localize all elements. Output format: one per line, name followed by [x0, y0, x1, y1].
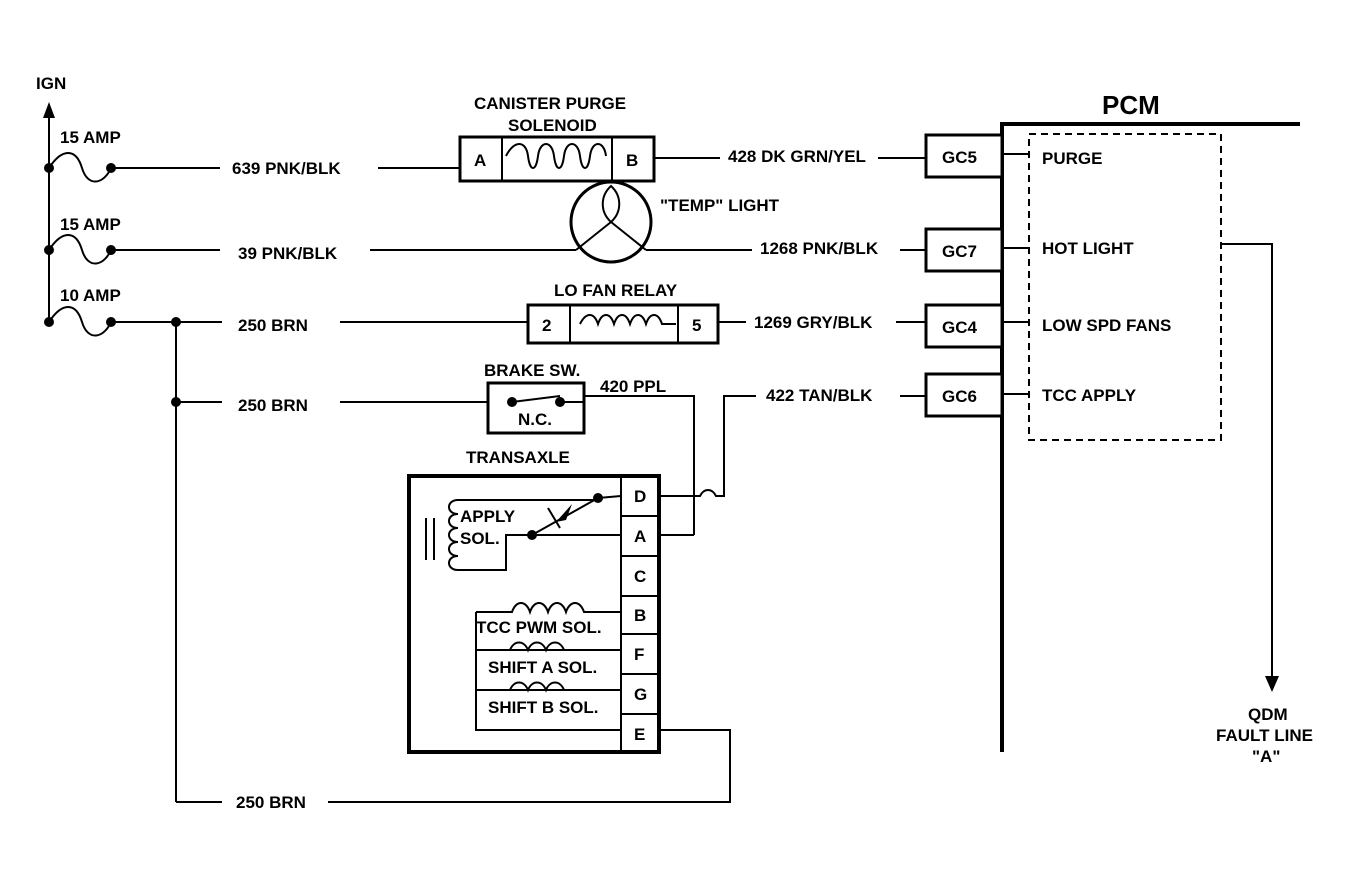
wire-1269-label: 1269 GRY/BLK	[754, 313, 873, 332]
signal-low-spd-fans: LOW SPD FANS	[1042, 316, 1171, 335]
canister-purge-circuit: 639 PNK/BLK CANISTER PURGE SOLENOID A B …	[111, 94, 926, 183]
lo-fan-relay	[526, 303, 720, 345]
relay-pin-2: 2	[542, 316, 551, 335]
apply-sol-label-2: SOL.	[460, 529, 500, 548]
shift-b-coil-icon	[509, 681, 565, 693]
qdm-arrow-icon	[1265, 676, 1279, 692]
relay-pin-5: 5	[692, 316, 701, 335]
connector-gc7	[924, 227, 1004, 273]
fan-relay-circuit: 250 BRN LO FAN RELAY 2 5 1269 GRY/BLK	[111, 281, 926, 345]
fuse-1-icon	[48, 152, 112, 183]
fuse-3-label: 10 AMP	[60, 286, 121, 305]
fuse-1-label: 15 AMP	[60, 128, 121, 147]
tcc-apply-wire: 422 TAN/BLK	[660, 386, 926, 497]
pin-e: E	[634, 725, 645, 744]
pin-g: G	[634, 685, 647, 704]
wire-250a-label: 250 BRN	[238, 316, 308, 335]
svg-text:GC5: GC5	[942, 148, 977, 167]
signal-purge: PURGE	[1042, 149, 1102, 168]
wire-420-label: 420 PPL	[600, 377, 666, 396]
svg-text:GC7: GC7	[942, 242, 977, 261]
pin-d: D	[634, 487, 646, 506]
coil-icon	[505, 143, 607, 169]
fuse-3-icon	[48, 306, 112, 337]
qdm-label-3: "A"	[1252, 747, 1280, 766]
brake-sw-title: BRAKE SW.	[484, 361, 580, 380]
shift-b-sol-label: SHIFT B SOL.	[488, 698, 599, 717]
qdm-label-2: FAULT LINE	[1216, 726, 1313, 745]
canister-pin-a: A	[474, 151, 486, 170]
pin-a: A	[634, 527, 646, 546]
pin-c: C	[634, 567, 646, 586]
connector-gc4	[924, 303, 1004, 349]
ign-label: IGN	[36, 74, 66, 93]
brake-sw-nc: N.C.	[518, 410, 552, 429]
canister-pin-b: B	[626, 151, 638, 170]
canister-title-1: CANISTER PURGE	[474, 94, 626, 113]
wire-250c-label: 250 BRN	[236, 793, 306, 812]
transaxle-housing	[407, 474, 661, 754]
wire-1268-label: 1268 PNK/BLK	[760, 239, 879, 258]
tcc-pwm-sol-label: TCC PWM SOL.	[476, 618, 602, 637]
temp-light-label: "TEMP" LIGHT	[660, 196, 780, 215]
qdm-label-1: QDM	[1248, 705, 1288, 724]
fuse-2-icon	[48, 234, 112, 265]
apply-sol-label-1: APPLY	[460, 507, 516, 526]
svg-text:GC6: GC6	[942, 387, 977, 406]
wire-639-label: 639 PNK/BLK	[232, 159, 341, 178]
pin-b: B	[634, 606, 646, 625]
apply-sol-coil-icon	[448, 499, 532, 571]
canister-title-2: SOLENOID	[508, 116, 597, 135]
temp-light-circuit: 39 PNK/BLK "TEMP" LIGHT 1268 PNK/BLK	[111, 180, 926, 264]
pin-f: F	[634, 645, 644, 664]
pcm-internal-box	[1028, 133, 1222, 441]
canister-purge-solenoid	[458, 135, 656, 183]
signal-tcc-apply: TCC APPLY	[1042, 386, 1137, 405]
svg-text:GC4: GC4	[942, 318, 978, 337]
wire-39-label: 39 PNK/BLK	[238, 244, 338, 263]
transaxle-title: TRANSAXLE	[466, 448, 570, 467]
ign-arrow-icon	[43, 102, 55, 118]
shift-a-coil-icon	[509, 641, 565, 653]
diode-icon	[556, 504, 572, 522]
wire-250b-label: 250 BRN	[238, 396, 308, 415]
wire-422-label: 422 TAN/BLK	[766, 386, 873, 405]
tcc-pwm-coil-icon	[476, 602, 621, 616]
shift-a-sol-label: SHIFT A SOL.	[488, 658, 597, 677]
fuse-2-label: 15 AMP	[60, 215, 121, 234]
brake-switch-circuit: 250 BRN BRAKE SW. N.C. 420 PPL 250 BRN	[171, 322, 731, 812]
fan-relay-title: LO FAN RELAY	[554, 281, 678, 300]
pcm-boundary	[1000, 122, 1300, 752]
pcm-title: PCM	[1102, 90, 1160, 120]
relay-coil-icon	[579, 314, 676, 328]
brake-switch	[486, 381, 586, 435]
ignition-feed: IGN 15 AMP 15 AMP 10 AMP	[36, 74, 121, 337]
transaxle: TRANSAXLE D A C B F G E APPLY SOL. TCC P…	[407, 448, 694, 754]
core-icon	[425, 518, 435, 560]
pcm: PCM GC5 GC7 GC4 GC6 PURGE HOT LIGHT LOW …	[924, 90, 1313, 766]
wire-428-label: 428 DK GRN/YEL	[728, 147, 866, 166]
connector-gc5	[924, 133, 1004, 179]
signal-hot-light: HOT LIGHT	[1042, 239, 1134, 258]
switch-contact-icon	[511, 395, 561, 403]
